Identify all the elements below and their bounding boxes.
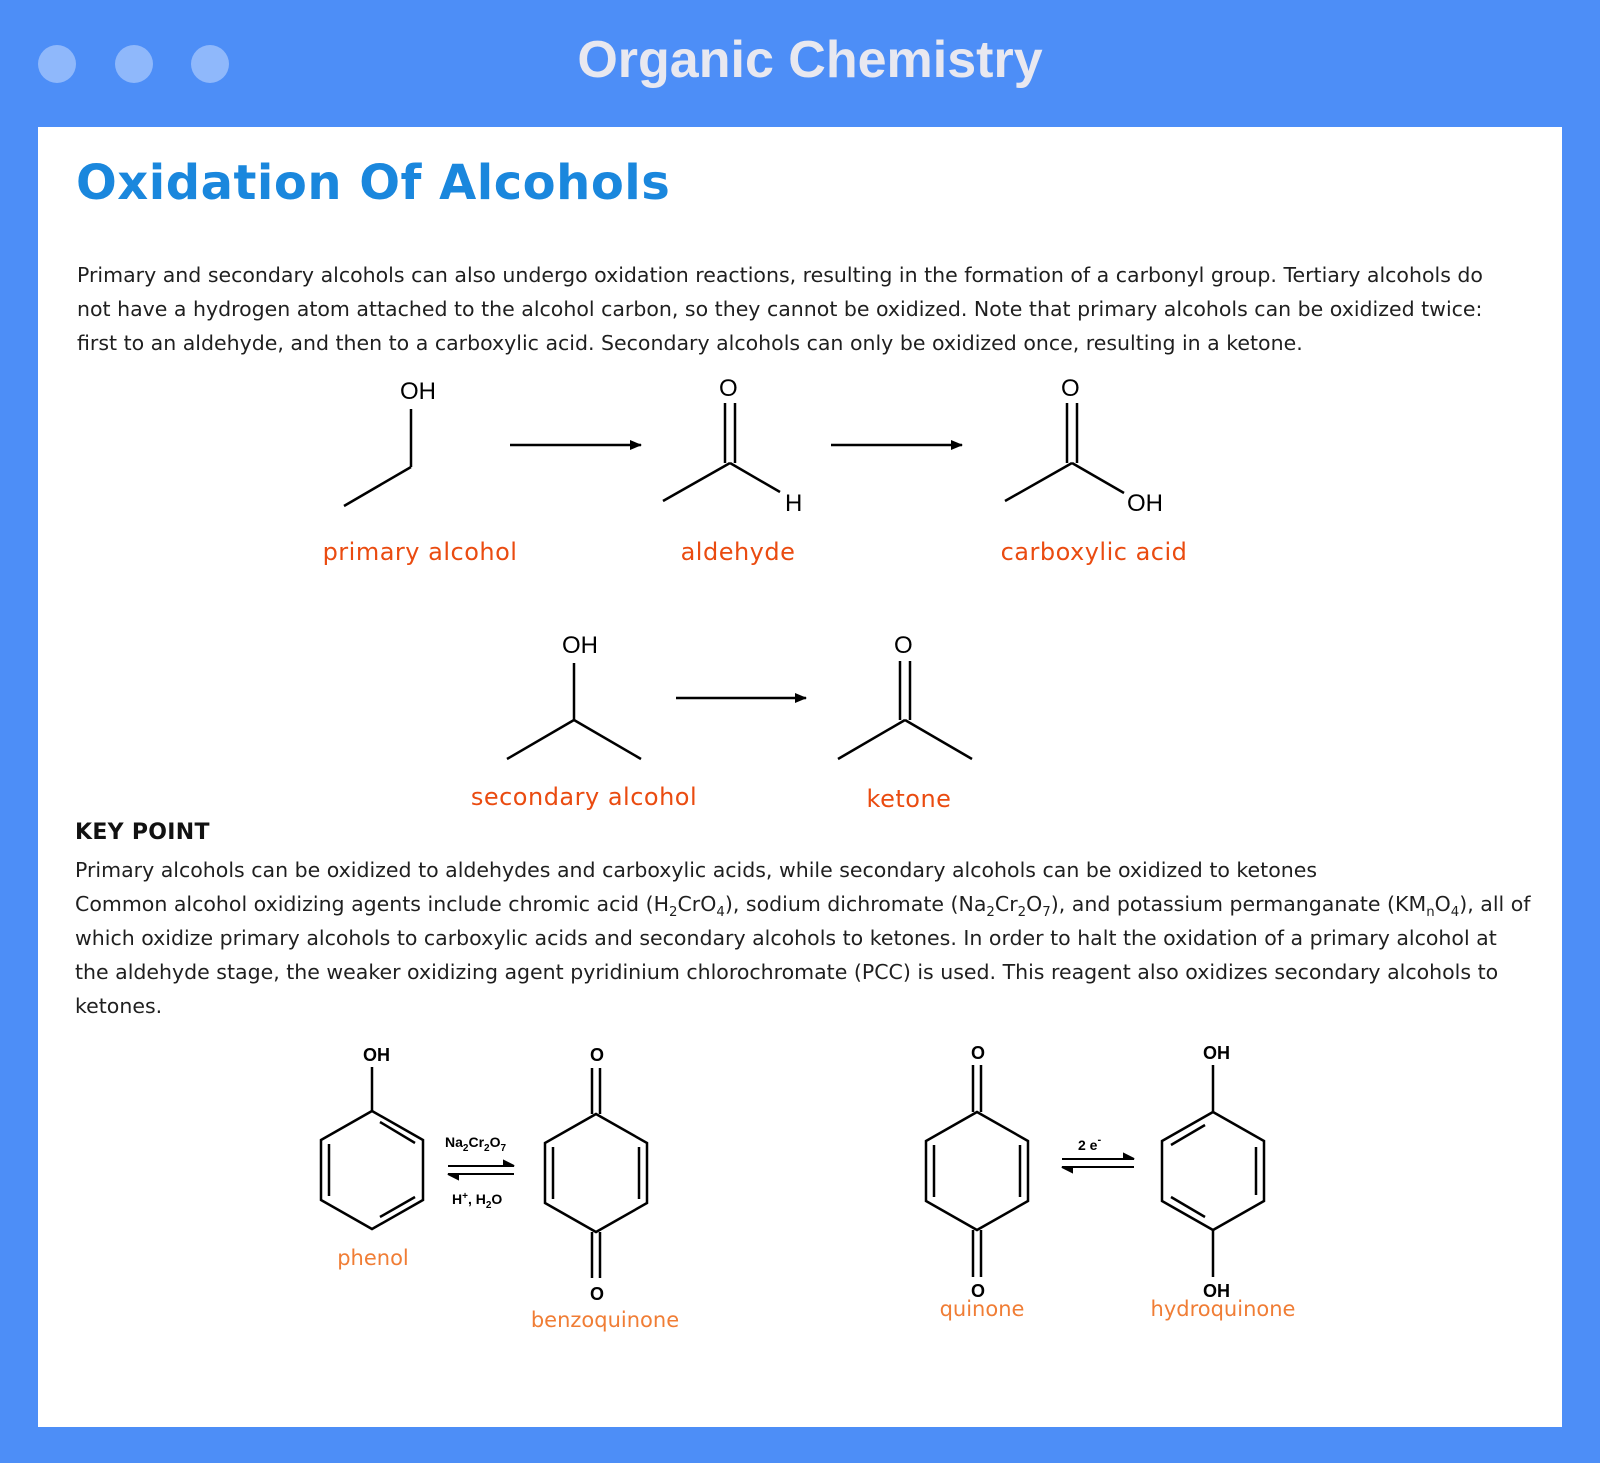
reagent-sodium-dichromate: Na2Cr2O7 (445, 1134, 506, 1154)
atom-oh-phenol: OH (363, 1045, 390, 1065)
quinone-structure (924, 1065, 1030, 1277)
app-title: Organic Chemistry (577, 31, 1043, 89)
atom-oh-hydroquinone-top: OH (1203, 1043, 1230, 1063)
reaction-schemes: OH O H O OH primary alcohol aldehyde car… (319, 375, 1296, 1332)
atom-oh-hydroquinone-bottom: OH (1203, 1281, 1230, 1301)
secondary-alcohol-structure (506, 663, 642, 761)
atom-oh-1: OH (400, 378, 436, 405)
atom-o-1: O (719, 375, 738, 402)
ketone-structure (837, 661, 973, 761)
carboxylic-acid-structure (1004, 403, 1125, 503)
equilibrium-arrows-2 (1061, 1152, 1135, 1174)
atom-o-benzoquinone-bottom: O (590, 1284, 604, 1304)
primary-alcohol-structure (343, 409, 413, 508)
label-primary-alcohol: primary alcohol (323, 538, 518, 566)
label-secondary-alcohol: secondary alcohol (471, 783, 697, 811)
label-aldehyde: aldehyde (681, 538, 796, 566)
oxidizing-agents-paragraph: Common alcohol oxidizing agents include … (75, 892, 1531, 1018)
label-ketone: ketone (867, 785, 952, 813)
aldehyde-structure (662, 403, 781, 503)
window-minimize-dot[interactable] (115, 45, 153, 83)
intro-paragraph: Primary and secondary alcohols can also … (77, 263, 1483, 355)
atom-o-benzoquinone-top: O (590, 1045, 604, 1065)
atom-o-3: O (894, 632, 913, 659)
key-point-text: Primary alcohols can be oxidized to alde… (75, 858, 1318, 882)
window-close-dot[interactable] (38, 45, 76, 83)
atom-o-quinone-top: O (971, 1043, 985, 1063)
key-point-heading: KEY POINT (75, 820, 210, 845)
label-hydroquinone: hydroquinone (1151, 1297, 1296, 1321)
atom-o-2: O (1061, 375, 1080, 402)
benzoquinone-structure (543, 1068, 649, 1278)
atom-oh-2: OH (1127, 490, 1163, 517)
page-title: Oxidation Of Alcohols (76, 155, 671, 211)
atom-oh-3: OH (562, 632, 598, 659)
window-maximize-dot[interactable] (191, 45, 229, 83)
equilibrium-arrows-1 (447, 1159, 515, 1181)
label-benzoquinone: benzoquinone (531, 1308, 679, 1332)
label-carboxylic-acid: carboxylic acid (1001, 538, 1188, 566)
atom-h-1: H (785, 490, 802, 517)
phenol-structure (319, 1067, 425, 1231)
title-bar: Organic Chemistry (0, 0, 1600, 127)
content-panel: Oxidation Of Alcohols Primary and second… (38, 127, 1562, 1427)
atom-o-quinone-bottom: O (971, 1281, 985, 1301)
hydroquinone-structure (1160, 1065, 1266, 1277)
label-quinone: quinone (940, 1297, 1025, 1321)
reagent-two-electrons: 2 e- (1078, 1134, 1101, 1153)
label-phenol: phenol (337, 1246, 409, 1270)
reagent-acid-water: H+, H2O (452, 1191, 502, 1211)
